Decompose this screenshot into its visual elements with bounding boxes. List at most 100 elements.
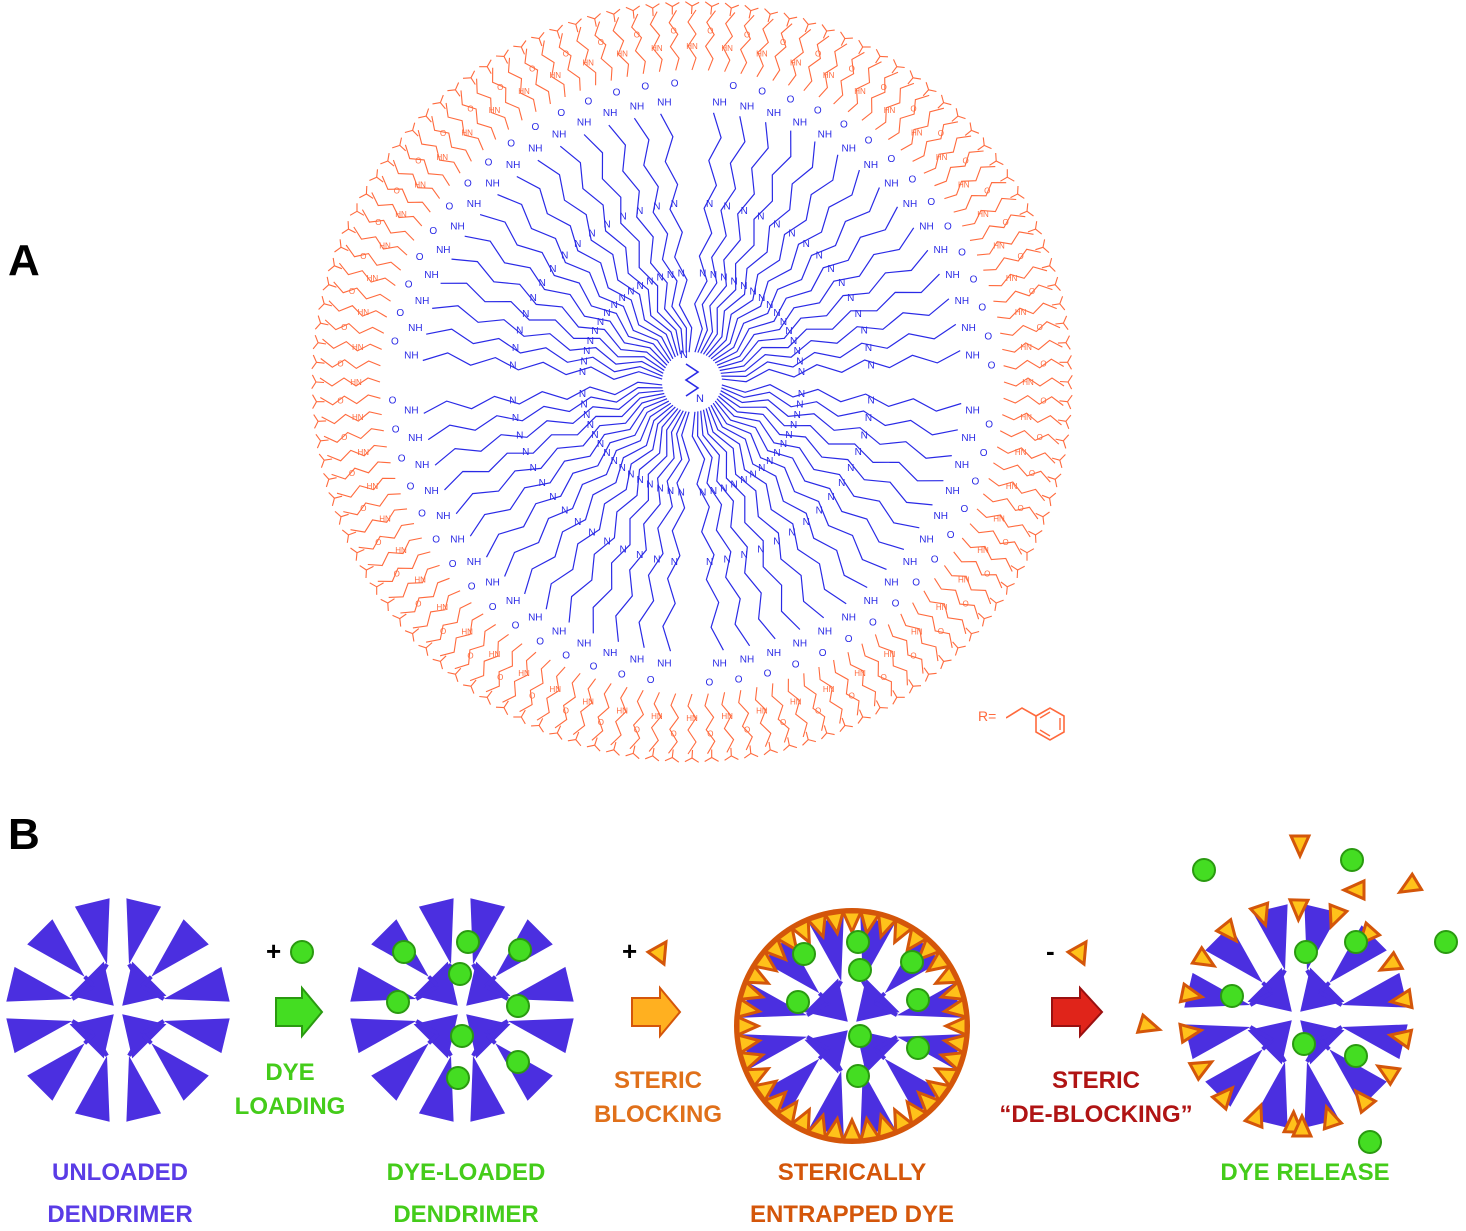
tert-butyl-bond (805, 731, 809, 740)
dendrimer-wedge (151, 919, 209, 977)
tert-butyl-bond (1054, 473, 1062, 480)
tert-butyl-bond (923, 667, 930, 675)
tert-butyl-bond (520, 40, 527, 48)
tert-butyl-bond (348, 228, 356, 234)
tert-butyl-bond (380, 160, 389, 165)
atom-label-nh: HN (550, 685, 562, 694)
tert-butyl-bond (1041, 494, 1050, 499)
atom-label-o: O (671, 79, 679, 90)
atom-label-o: O (892, 598, 900, 609)
tert-butyl-bond (691, 1, 700, 7)
tert-butyl-bond (531, 36, 540, 40)
blocker-molecule (1213, 917, 1239, 944)
boc-chain (388, 564, 440, 598)
tert-butyl-bond (418, 644, 427, 649)
atom-label-o: O (958, 247, 966, 258)
blocker-molecule (1187, 1060, 1215, 1083)
dendrimer-wedge (6, 1018, 73, 1054)
tert-butyl-bond (724, 2, 732, 9)
dendrimer-link (817, 991, 831, 1005)
atom-label-o: O (962, 600, 968, 609)
tert-butyl-bond (538, 725, 544, 733)
caption-line: DYE-LOADED (386, 1159, 546, 1186)
dye-molecule (846, 1064, 870, 1088)
atom-label-o: O (978, 303, 986, 314)
tert-butyl-bond (767, 14, 771, 23)
atom-label-nh: NH (884, 179, 898, 190)
tert-butyl-bond (369, 176, 377, 182)
tert-butyl-bond (984, 615, 992, 620)
boc-chain (327, 444, 387, 462)
tert-butyl-bond (1049, 257, 1053, 266)
dendron-branch (720, 390, 952, 459)
tert-butyl-bond (1054, 276, 1059, 285)
dendron-branch (422, 352, 663, 380)
boc-chain (953, 182, 1007, 213)
tert-butyl-bond (971, 129, 980, 134)
dendron-branch (702, 130, 792, 355)
atom-label-nh: NH (945, 486, 959, 497)
atom-label-n: N (861, 326, 868, 337)
blocker-molecule (744, 1067, 772, 1089)
atom-label-o: O (396, 308, 404, 319)
atom-label-o: O (869, 617, 877, 628)
tert-butyl-bond (315, 381, 325, 384)
dendron-branch (608, 124, 684, 354)
atom-label-nh: HN (1015, 448, 1027, 457)
atom-label-n: N (549, 492, 556, 503)
tert-butyl-bond (520, 709, 526, 718)
dendron-branch (697, 116, 746, 353)
tert-butyl-bond (1049, 498, 1052, 507)
tert-butyl-bond (994, 602, 997, 611)
tert-butyl-bond (1065, 414, 1072, 422)
process-schematic: + + - DYE LOADING STERIC BLOCKING STERIC… (0, 830, 1466, 1231)
dendrimer-wedge (126, 1055, 162, 1122)
tert-butyl-bond (324, 303, 333, 307)
atom-label-o: O (984, 331, 992, 342)
tert-butyl-bond (586, 744, 595, 748)
atom-label-n: N (627, 470, 634, 481)
dendrimer-link (484, 1032, 497, 1045)
dendron-branch (691, 411, 724, 651)
atom-label-o: O (729, 81, 737, 92)
tert-butyl-bond (1065, 335, 1070, 343)
atom-label-o: O (1037, 433, 1043, 442)
atom-label-o: O (819, 648, 827, 659)
atom-label-o: O (985, 419, 993, 430)
dye-molecule (848, 1024, 872, 1048)
boc-chain (323, 428, 384, 443)
atom-label-n: N (790, 420, 797, 431)
boc-chain (787, 678, 808, 738)
atom-label-o: O (389, 395, 397, 406)
atom-label-o: O (1017, 252, 1023, 261)
boc-chain (993, 462, 1051, 483)
tert-butyl-bond (503, 700, 509, 708)
atom-label-n: N (653, 555, 660, 566)
atom-label-nh: HN (1022, 378, 1034, 387)
atom-label-n: N (827, 264, 834, 275)
atom-label-nh: NH (528, 613, 542, 624)
tert-butyl-bond (556, 732, 563, 740)
dye-molecule (848, 958, 872, 982)
tert-butyl-bond (786, 18, 790, 27)
dendron-branch (432, 305, 664, 374)
boc-chain (874, 634, 908, 686)
atom-label-n: N (794, 346, 801, 357)
blocker-molecule (789, 1106, 811, 1134)
atom-label-nh: NH (424, 270, 438, 281)
atom-label-nh: NH (712, 659, 726, 670)
tert-butyl-bond (1027, 228, 1036, 233)
tert-butyl-bond (399, 613, 407, 620)
tert-butyl-bond (632, 10, 635, 19)
atom-label-n: N (773, 219, 780, 230)
boc-chain (668, 10, 680, 71)
blocker-molecule (738, 1050, 767, 1073)
boc-chain (502, 651, 537, 703)
tert-butyl-bond (486, 690, 493, 698)
tert-butyl-bond (826, 732, 835, 736)
tert-butyl-bond (1065, 421, 1070, 429)
atom-label-nh: NH (933, 511, 947, 522)
atom-label-nh: HN (651, 44, 663, 53)
step-label-line: BLOCKING (594, 1101, 722, 1128)
